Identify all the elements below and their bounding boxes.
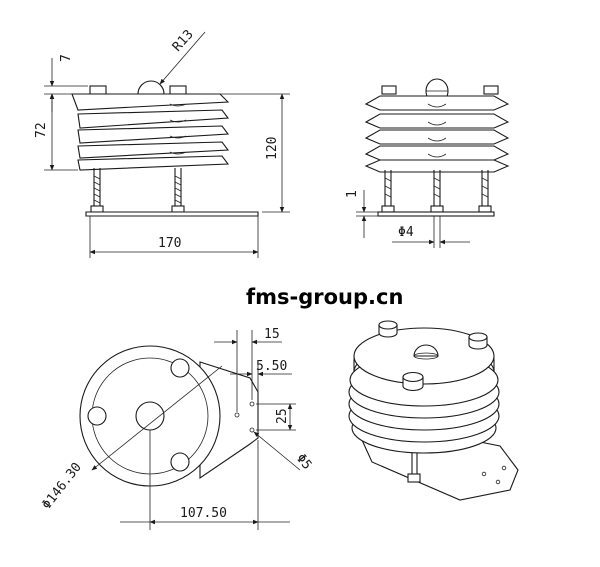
side-base-plate: [377, 211, 495, 217]
watermark: fms-group.cn: [246, 285, 403, 309]
front-cap-right: [169, 85, 187, 95]
plan-bracket-hole: [249, 427, 255, 433]
plan-leg: [170, 452, 190, 472]
front-rods: [90, 168, 185, 213]
front-radius-label: R13: [170, 27, 197, 54]
side-cap-right: [483, 85, 499, 95]
front-dome: [137, 80, 165, 95]
side-rod-diameter-label: Φ4: [398, 225, 414, 240]
isometric-view: [348, 320, 519, 501]
front-top-gap-label: 7: [59, 54, 74, 62]
front-total-height-label: 120: [265, 137, 280, 160]
side-louvres: [364, 95, 510, 173]
plan-bracket-hole: [249, 401, 255, 407]
side-thickness-label: 1: [345, 190, 360, 198]
side-view: 1 Φ4: [345, 78, 510, 248]
front-width-label: 170: [158, 236, 181, 251]
iso-caps: [378, 320, 488, 392]
plan-leg: [170, 358, 190, 378]
plan-bracket-hole: [234, 412, 240, 418]
plan-hole-offset-label: 5.50: [256, 359, 287, 374]
plan-diameter-label: Φ146.30: [39, 460, 85, 512]
plan-offset-label: 107.50: [180, 506, 227, 521]
plan-hole-diameter-label: Φ5: [293, 451, 314, 473]
plan-leg: [87, 406, 107, 426]
front-louvres: [71, 93, 230, 171]
front-base-plate: [85, 211, 259, 217]
side-rods: [381, 170, 492, 213]
plan-hole-spacing-label: 25: [275, 408, 290, 424]
front-view: R13 7 72 120 170: [34, 27, 290, 258]
plan-bracket-width-label: 15: [264, 327, 280, 342]
front-cap-left: [89, 85, 107, 95]
side-cap-left: [381, 85, 397, 95]
plan-view: Φ146.30 107.50 15 5.50 25 Φ5: [39, 327, 314, 530]
front-stack-height-label: 72: [34, 122, 49, 138]
